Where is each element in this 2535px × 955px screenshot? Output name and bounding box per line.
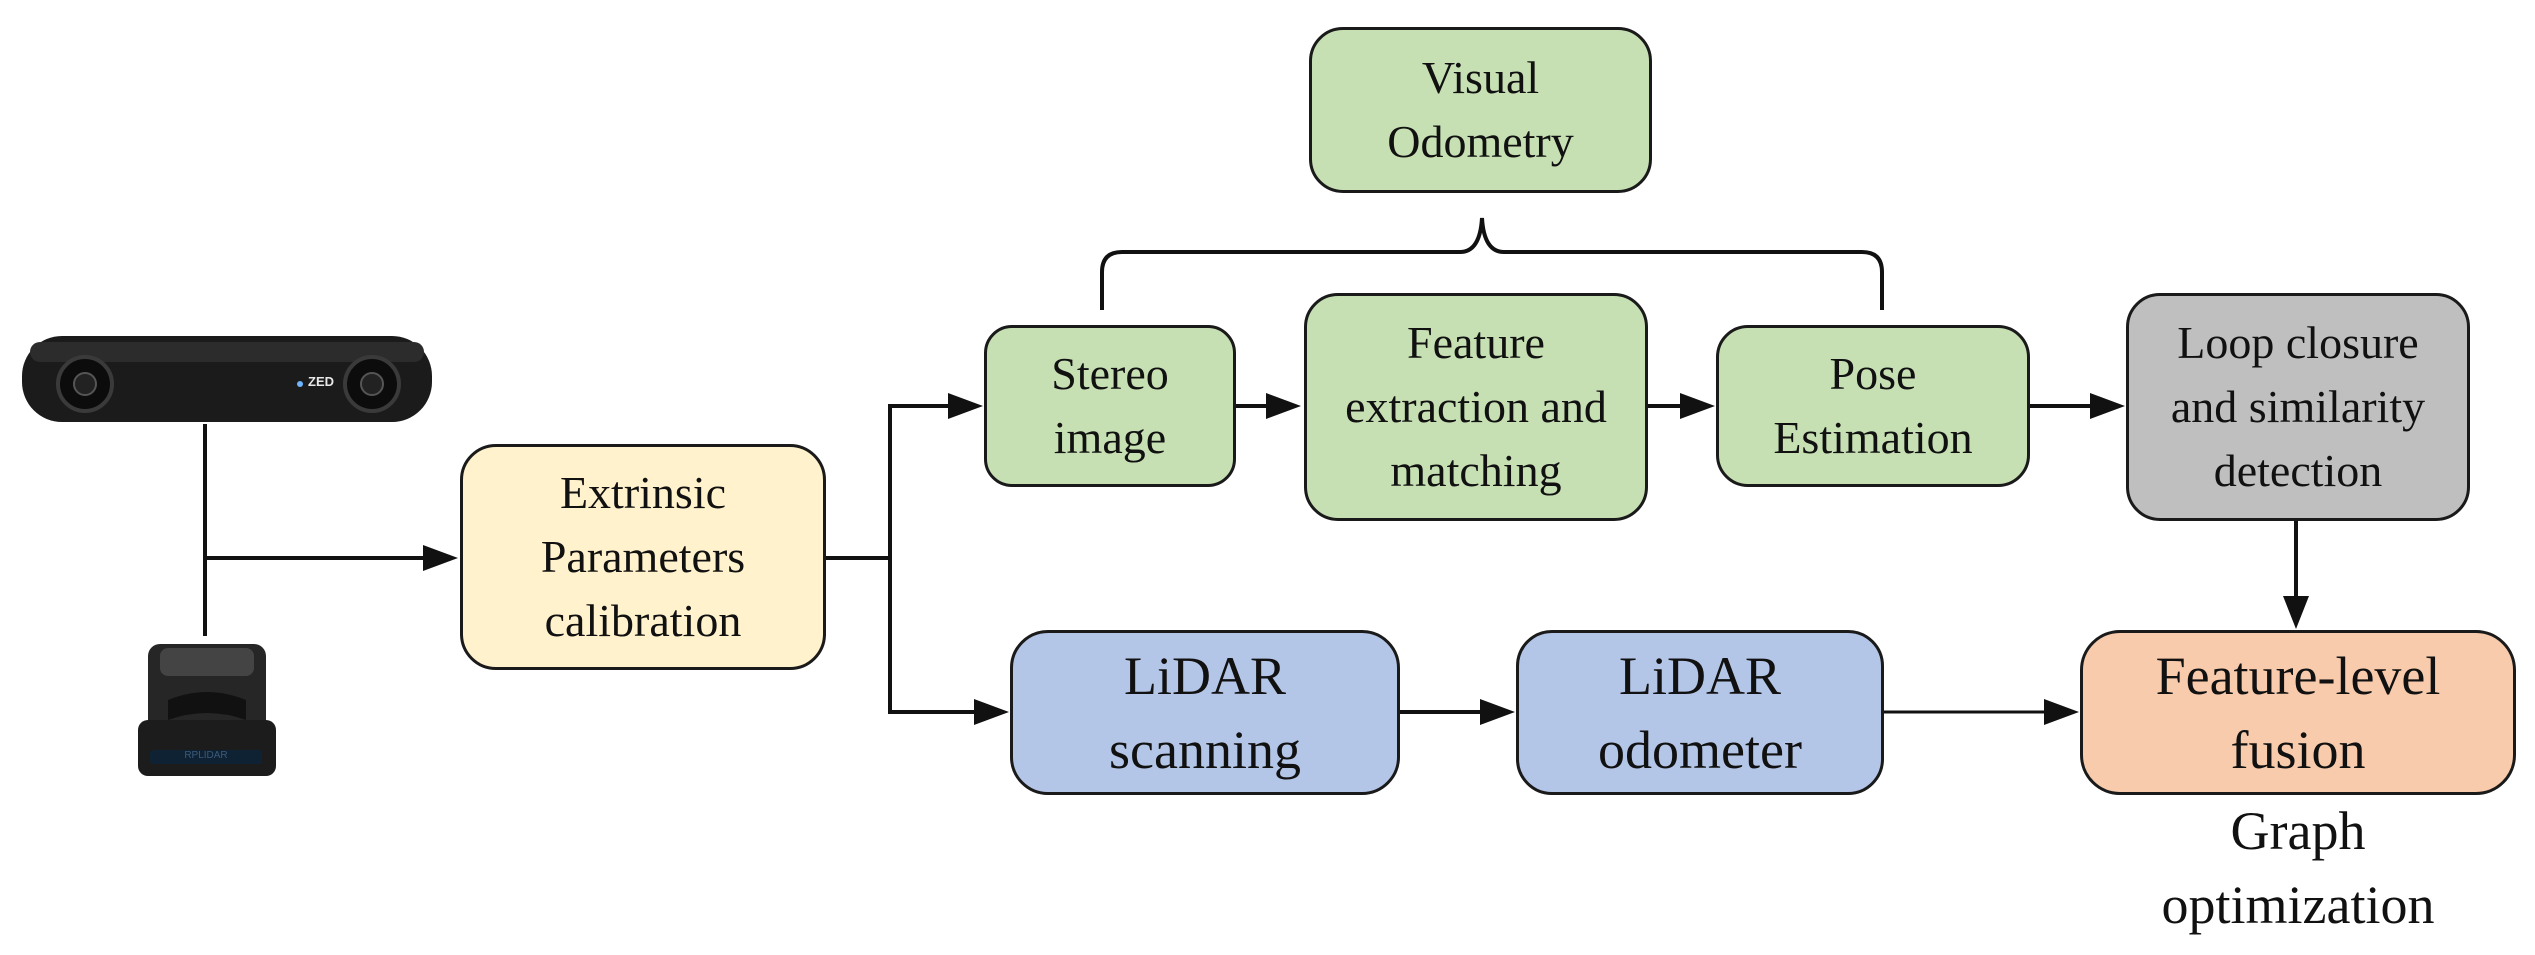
fusion-line2: fusion	[2230, 719, 2366, 780]
lidar-odometer-line1: LiDAR	[1619, 645, 1781, 706]
loop-closure-line1: Loop closure	[2177, 317, 2419, 368]
calibration-box: Extrinsic Parameters calibration	[460, 444, 826, 670]
lidar-scanning-line2: scanning	[1109, 719, 1301, 780]
stereo-image-line1: Stereo	[1051, 348, 1169, 399]
graph-optimization-line1: Graph	[2230, 801, 2366, 861]
fusion-box: Feature-level fusion	[2080, 630, 2516, 795]
stereo-image-box: Stereo image	[984, 325, 1236, 487]
feature-extraction-line2: extraction and	[1345, 381, 1607, 432]
pose-estimation-box: Pose Estimation	[1716, 325, 2030, 487]
calibration-line3: calibration	[544, 595, 742, 646]
feature-extraction-line1: Feature	[1407, 317, 1545, 368]
camera-logo: ZED	[308, 374, 334, 389]
graph-optimization-line2: optimization	[2161, 875, 2435, 935]
lidar-odometer-line2: odometer	[1598, 719, 1802, 780]
calibration-line1: Extrinsic	[559, 467, 727, 518]
pose-estimation-line2: Estimation	[1773, 412, 1973, 463]
pose-estimation-line1: Pose	[1829, 348, 1917, 399]
visual-odometry-brace	[1100, 217, 1884, 310]
visual-odometry-line1: Visual	[1421, 52, 1540, 103]
stereo-camera-icon	[22, 336, 432, 422]
loop-closure-box: Loop closure and similarity detection	[2126, 293, 2470, 521]
lidar-badge: RPLIDAR	[184, 750, 228, 761]
loop-closure-line3: detection	[2213, 445, 2383, 496]
fusion-line1: Feature-level	[2155, 645, 2441, 706]
lidar-scanning-box: LiDAR scanning	[1010, 630, 1400, 795]
feature-extraction-line3: matching	[1390, 445, 1562, 496]
lidar-sensor-icon	[138, 644, 276, 776]
graph-optimization-label: Graph optimization	[2080, 794, 2516, 942]
calibration-line2: Parameters	[540, 531, 746, 582]
lidar-scanning-line1: LiDAR	[1123, 645, 1286, 706]
visual-odometry-box: Visual Odometry	[1309, 27, 1652, 193]
lidar-odometer-box: LiDAR odometer	[1516, 630, 1884, 795]
stereo-image-line2: image	[1053, 412, 1167, 463]
visual-odometry-line2: Odometry	[1387, 116, 1574, 167]
loop-closure-line2: and similarity	[2170, 381, 2426, 432]
feature-extraction-box: Feature extraction and matching	[1304, 293, 1648, 521]
